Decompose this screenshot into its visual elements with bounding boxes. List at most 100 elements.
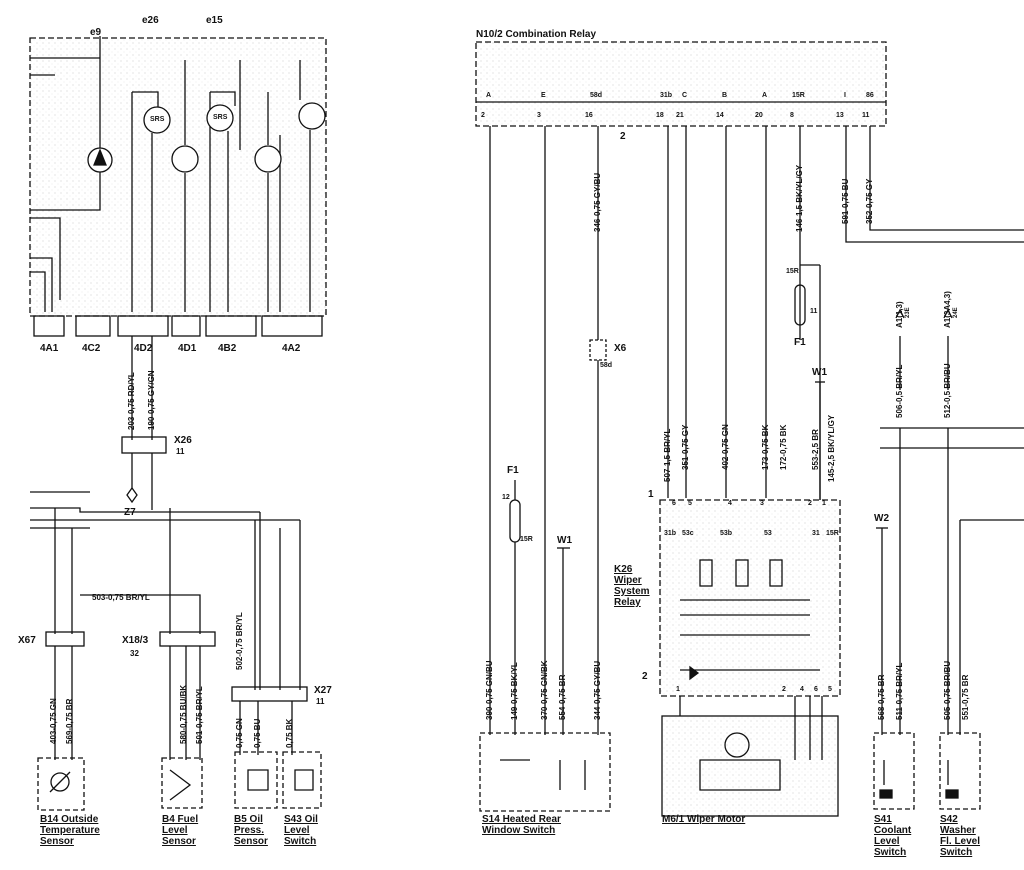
fuse-f1-low: F1 [507, 465, 519, 476]
wire-label: 352-0,75 GY [865, 178, 874, 224]
relay-terminal: E [541, 92, 546, 99]
srs-lamp-2-icon [206, 104, 234, 132]
k26-term: 15R [826, 530, 839, 537]
connector-x67-label: X67 [18, 635, 36, 646]
instrument-cluster [29, 36, 327, 337]
wire-label: 0,75 BK [285, 718, 294, 748]
ground-w1-low: W1 [557, 535, 572, 546]
k26-pin: 2 [808, 500, 812, 507]
connector-x18-label: X18/3 [122, 635, 149, 646]
fuse-f1-top-in: 15R [786, 268, 799, 275]
k26-pin: 5 [688, 500, 692, 507]
k26-row2: 2 [642, 671, 648, 682]
relay-terminal: C [682, 92, 688, 99]
connector-x26-label: X26 [174, 435, 192, 446]
wire-label: 203-0,75 RD/YL [127, 372, 136, 430]
wire-label-503: 503-0,75 BR/YL [92, 593, 150, 602]
relay-terminal: 58d [590, 92, 603, 99]
ground-w2: W2 [874, 513, 889, 524]
connector-x26 [121, 436, 167, 454]
relay-pin: 21 [676, 112, 684, 119]
wire-label: 580-0,75 BU/BK [179, 684, 188, 744]
k26-term: 53c [682, 530, 694, 537]
wire-label: 512-0,5 BR/BU [943, 363, 952, 418]
relay-terminal: 15R [792, 92, 805, 99]
indicator-lamp-2-icon [254, 145, 282, 173]
connector-x18-sub: 32 [130, 649, 139, 658]
wire-label: 344-0,75 GY/BU [593, 660, 602, 720]
indicator-lamp-icon [171, 145, 199, 173]
k26-term: 53b [720, 530, 733, 537]
cluster-connector-4d1: 4D1 [178, 343, 197, 354]
srs-text-2: SRS [213, 114, 228, 121]
relay-title: N10/2 Combination Relay [476, 29, 597, 40]
k26-pin: 3 [760, 500, 764, 507]
wire-label: 403-0,75 GN [49, 698, 58, 744]
wire-label: 145-2,5 BK/YL/GY [827, 414, 836, 482]
fuse-f1-low-out: 15R [520, 536, 533, 543]
wire-label: 146-1,5 BK/YL/GY [795, 164, 804, 232]
relay-pin: 8 [790, 112, 794, 119]
connector-x26-sub: 11 [176, 447, 185, 456]
k26-term: 31b [664, 530, 677, 537]
relay-pin: 14 [716, 112, 724, 119]
wire-label: 551-0,75 BR [961, 674, 970, 720]
relay-pin: 11 [862, 112, 870, 119]
relay-pin: 13 [836, 112, 844, 119]
wire-label: 0,75 GN [235, 718, 244, 748]
ref-a1-1: A1(1,3) [895, 301, 904, 328]
k26-term: 53 [764, 530, 772, 537]
wire-label: 501-0,75 BR/YL [195, 686, 204, 744]
wire-label: 370-0,75 GN/BK [540, 660, 549, 720]
fuse-f1-low-in: 12 [502, 494, 510, 501]
srs-text-1: SRS [150, 116, 165, 123]
relay-pin: 16 [585, 112, 593, 119]
wire-label: 346-0,75 GY/BU [593, 172, 602, 232]
lamp-label-e26: e26 [142, 15, 159, 26]
relay-pin: 20 [755, 112, 763, 119]
ref-a1-1b: 23E [905, 307, 911, 318]
k26-pin-bot: 1 [676, 686, 680, 693]
wire-label: 172-0,75 BK [779, 424, 788, 470]
wire-label: 511-0,75 BR/YL [895, 662, 904, 720]
cluster-connector-4b2: 4B2 [218, 343, 237, 354]
wire-label: 568-0,75 BR [877, 674, 886, 720]
relay-terminal: I [844, 92, 846, 99]
ref-a1-2: A1(3A4,3) [943, 291, 952, 328]
k26-pin-bot: 2 [782, 686, 786, 693]
relay-area-number: 2 [620, 131, 626, 142]
k26-pin: 6 [672, 500, 676, 507]
lamp-label-e15: e15 [206, 15, 223, 26]
wire-label: 390-0,75 GN/BU [485, 660, 494, 720]
wire-label: 173-0,75 BK [761, 424, 770, 470]
relay-terminal: A [762, 92, 768, 99]
cluster-connector-4a1: 4A1 [40, 343, 59, 354]
connector-x6-pin: 58d [600, 362, 613, 369]
connector-x27-sub: 11 [316, 697, 325, 706]
fuse-f1-top: F1 [794, 337, 806, 348]
ground-w1-top: W1 [812, 367, 827, 378]
wire-label: 0,75 BU [253, 718, 262, 748]
wire-label: 190-0,75 GY/GN [147, 370, 156, 430]
wire-label: 506-0,5 BR/YL [895, 364, 904, 418]
k26-pin: 4 [728, 500, 732, 507]
ground-z7: Z7 [124, 507, 136, 518]
connector-x27-label: X27 [314, 685, 332, 696]
relay-terminal: 86 [866, 92, 874, 99]
srs-lamp-icon [143, 106, 171, 134]
k26-pin-bot: 6 [814, 686, 818, 693]
k26-term: 31 [812, 530, 820, 537]
wire-label: 507-1,5 BR/YL [663, 428, 672, 482]
wire-label: 553-2,5 BR [811, 429, 820, 470]
connector-x6-label: X6 [614, 343, 627, 354]
wire-label: 591-0,75 BU [841, 178, 850, 224]
fuse-f1-top-out: 11 [810, 308, 818, 315]
